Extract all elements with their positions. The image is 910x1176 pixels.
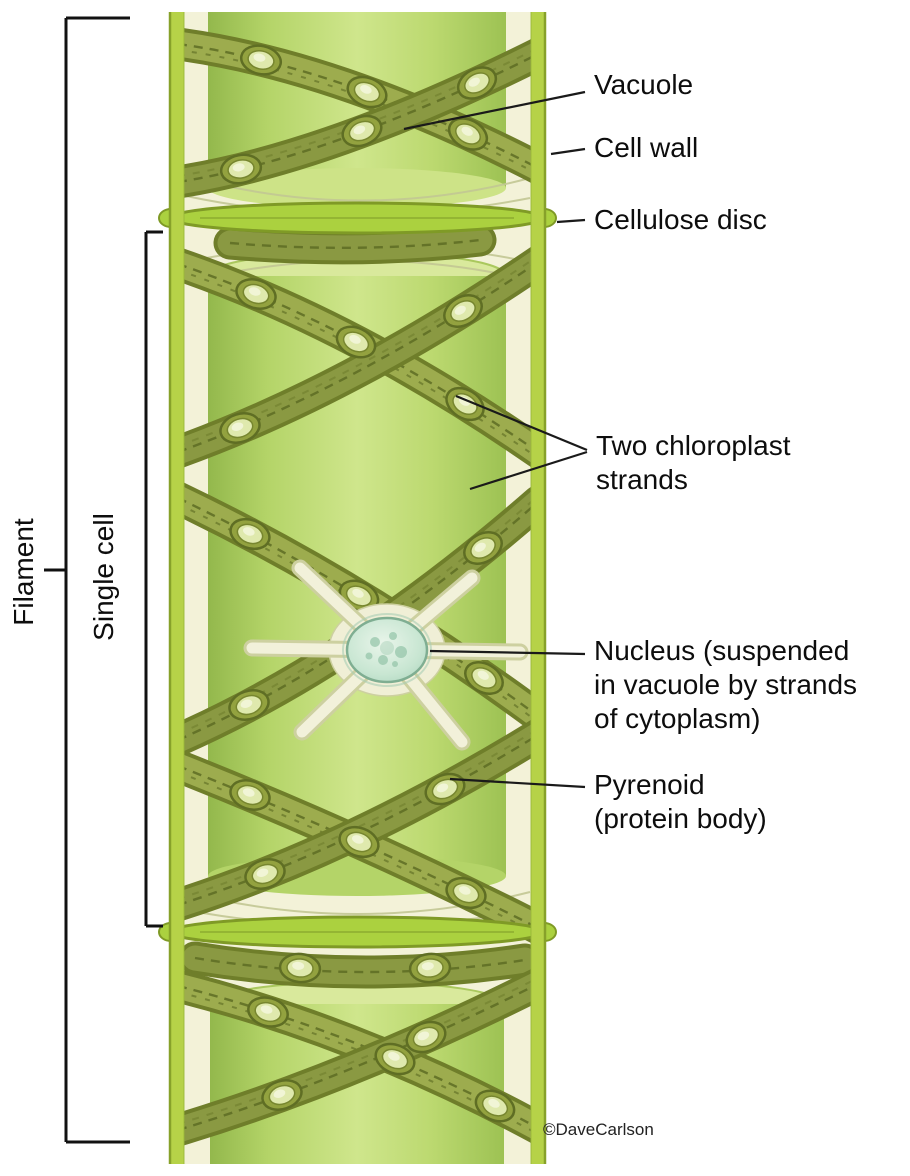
label-two-chloroplast-strands: Two chloroplast strands <box>596 429 791 497</box>
label-cell-wall: Cell wall <box>594 132 699 163</box>
pointer-nucleus <box>429 649 586 656</box>
pointer-pyrenoid <box>449 777 586 789</box>
filament-body <box>158 12 557 1164</box>
pointer-cellulose-disc <box>556 218 586 224</box>
label-cellulose-disc: Cellulose disc <box>594 204 767 235</box>
label-nucleus: Nucleus (suspended in vacuole by strands… <box>594 634 857 736</box>
nucleus-region <box>243 559 529 751</box>
label-line: Pyrenoid <box>594 769 705 800</box>
pointer-chloroplast-lower <box>469 450 588 491</box>
label-single-cell: Single cell <box>88 513 119 641</box>
label-line: in vacuole by strands <box>594 669 858 700</box>
label-line: Nucleus (suspended <box>594 635 850 666</box>
cell-wall <box>168 12 547 1164</box>
pointer-chloroplast-upper <box>455 394 588 452</box>
label-pyrenoid: Pyrenoid (protein body) <box>594 768 767 836</box>
label-line: Two chloroplast <box>596 430 791 461</box>
label-line: of cytoplasm) <box>594 703 761 734</box>
label-line: strands <box>596 464 688 495</box>
label-pointer-lines <box>403 90 588 789</box>
nucleus <box>342 613 432 687</box>
label-filament: Filament <box>8 518 39 626</box>
pointer-cell-wall <box>550 147 586 156</box>
cellulose-disc-top <box>158 201 557 235</box>
credit-text: ©DaveCarlson <box>543 1120 654 1139</box>
pointer-vacuole <box>403 90 586 131</box>
cellulose-disc-bottom <box>158 915 557 949</box>
filament-bracket <box>44 16 130 1144</box>
label-line: (protein body) <box>594 803 767 834</box>
single-cell-bracket <box>144 230 163 928</box>
label-vacuole: Vacuole <box>594 69 694 100</box>
